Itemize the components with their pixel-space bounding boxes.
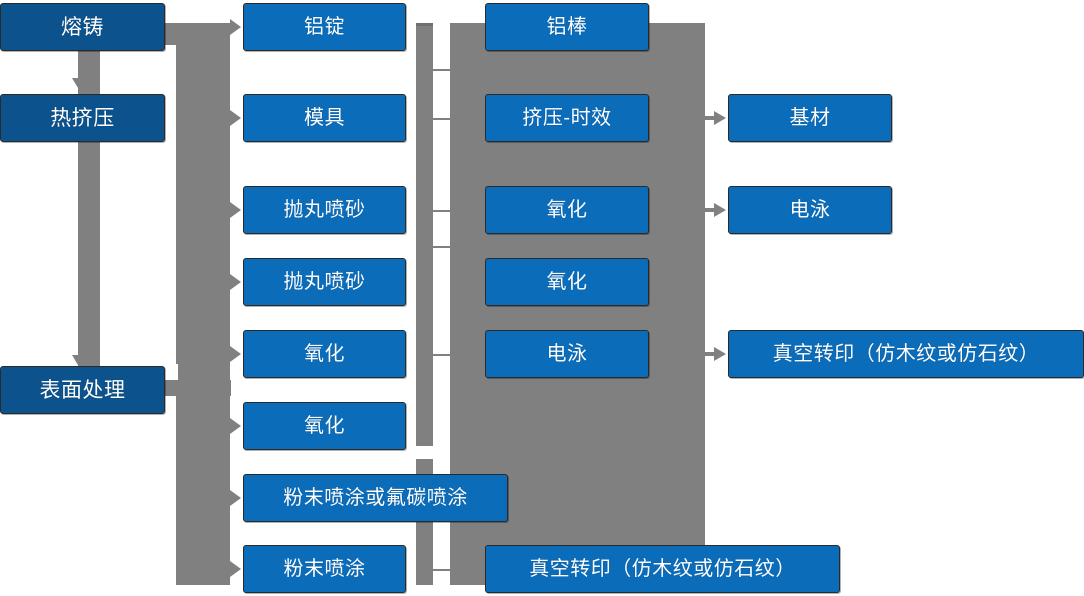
node-oxidation-col2-1[interactable]: 氧化 [243,330,406,378]
right-connector-arrows [705,111,726,361]
node-powder-coating[interactable]: 粉末喷涂 [243,545,406,593]
node-stage-hot-extrusion[interactable]: 热挤压 [0,94,165,142]
node-electrophoresis-col3[interactable]: 电泳 [485,330,649,378]
node-oxidation-col3-1[interactable]: 氧化 [485,186,649,234]
node-shot-blasting-2[interactable]: 抛丸喷砂 [243,258,406,306]
node-stage-surface-treatment[interactable]: 表面处理 [0,366,165,414]
node-oxidation-col3-2[interactable]: 氧化 [485,258,649,306]
node-mold[interactable]: 模具 [243,94,406,142]
node-aluminum-bar[interactable]: 铝棒 [485,3,649,51]
node-vacuum-transfer-print-col4[interactable]: 真空转印（仿木纹或仿石纹） [728,330,1084,378]
node-extrusion-aging[interactable]: 挤压-时效 [485,94,649,142]
node-oxidation-col2-2[interactable]: 氧化 [243,402,406,450]
node-aluminum-ingot[interactable]: 铝锭 [243,3,406,51]
node-shot-blasting-1[interactable]: 抛丸喷砂 [243,186,406,234]
node-stage-melting-casting[interactable]: 熔铸 [0,3,165,51]
node-vacuum-transfer-print-col3[interactable]: 真空转印（仿木纹或仿石纹） [485,545,840,593]
node-powder-or-fluorocarbon-coating[interactable]: 粉末喷涂或氟碳喷涂 [243,474,508,522]
node-electrophoresis-col4[interactable]: 电泳 [728,186,892,234]
node-base-material[interactable]: 基材 [728,94,892,142]
